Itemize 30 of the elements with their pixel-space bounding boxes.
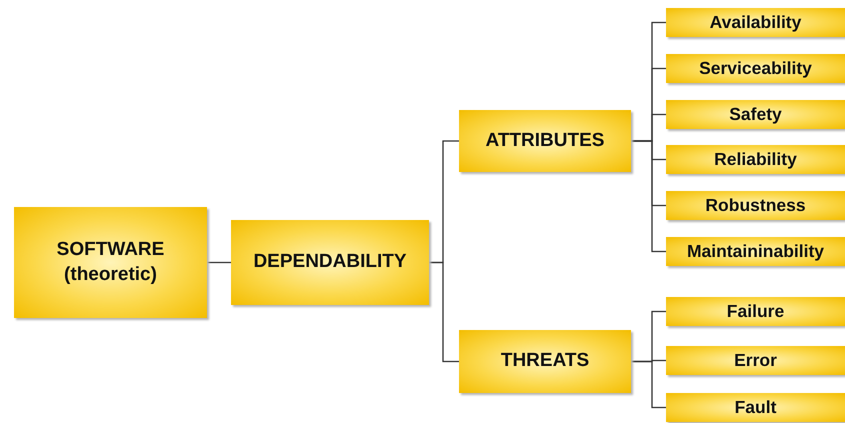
category-box: [666, 237, 845, 266]
category-box: [666, 8, 845, 37]
node-label: Robustness: [705, 194, 806, 217]
category-box: [666, 297, 845, 326]
node-label: DEPENDABILITY: [253, 250, 407, 274]
node-label: Safety: [729, 103, 782, 126]
node-label: Maintaininability: [686, 240, 824, 263]
category-box: [14, 207, 207, 318]
category-box: [666, 346, 845, 375]
node-label: Failure: [726, 300, 784, 323]
node-label: Reliability: [714, 148, 797, 171]
node-label: Fault: [734, 396, 776, 419]
connector-line: [631, 360, 666, 408]
category-box: [666, 100, 845, 129]
category-box: [666, 145, 845, 174]
category-box: [666, 54, 845, 83]
node-label: SOFTWARE (theoretic): [56, 238, 166, 286]
connector-line: [207, 262, 231, 264]
node-label: ATTRIBUTES: [486, 128, 604, 153]
category-box: [666, 191, 845, 220]
category-box: [231, 220, 429, 305]
connector-line: [429, 262, 459, 362]
category-box: [459, 110, 631, 172]
node-label: THREATS: [500, 349, 590, 374]
category-box: [459, 330, 631, 393]
category-box: [666, 393, 845, 422]
connector-line: [631, 140, 666, 252]
node-label: Error: [734, 349, 777, 372]
node-label: Availability: [710, 11, 802, 34]
node-label: Serviceability: [699, 57, 812, 80]
